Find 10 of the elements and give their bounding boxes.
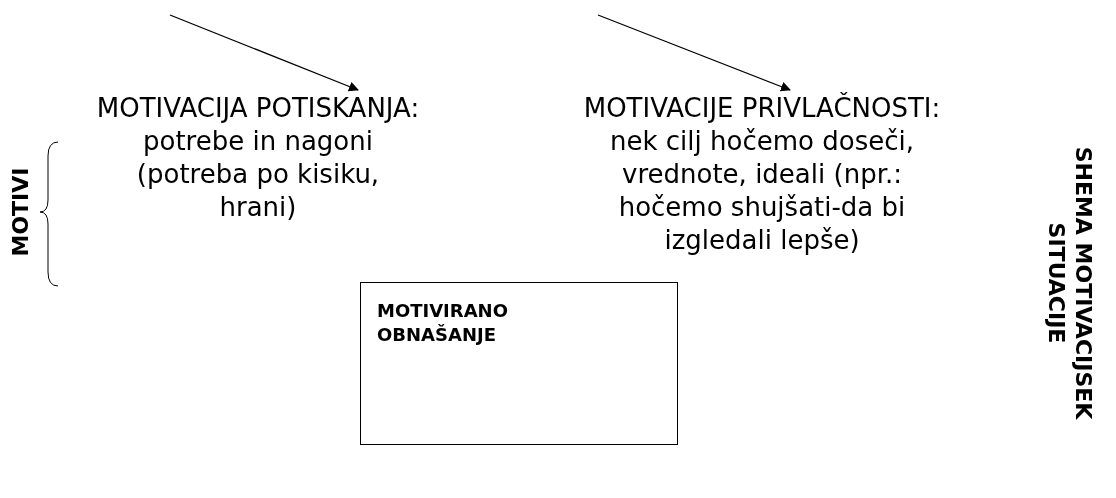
side-label: MOTIVI xyxy=(6,167,34,257)
arrow xyxy=(169,14,359,92)
diagram-title: SHEMA MOTIVACIJSEK SITUACIJE xyxy=(1043,145,1097,422)
node-body: nek cilj hočemo doseči, vrednote, ideali (npr.: hočemo shujšati-da bi izgledali lepše) xyxy=(609,125,915,257)
box-title: MOTIVIRANO OBNAŠANJE xyxy=(377,299,509,347)
behavior-box xyxy=(360,282,678,445)
node-heading: MOTIVACIJA POTISKANJA: xyxy=(96,92,420,125)
node-heading: MOTIVACIJE PRIVLAČNOSTI: xyxy=(583,92,941,125)
node-body: potrebe in nagoni (potreba po kisiku, hrani) xyxy=(135,125,381,224)
arrow xyxy=(597,14,791,92)
